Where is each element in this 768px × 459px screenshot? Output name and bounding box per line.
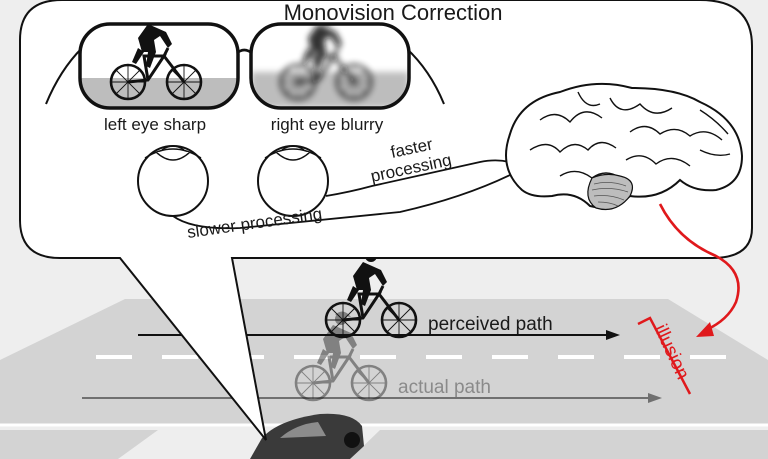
glasses-icon (45, 22, 445, 110)
actual-path: actual path (82, 309, 662, 403)
perceived-path-label: perceived path (428, 314, 553, 335)
car-icon (250, 413, 364, 459)
cerebellum (587, 173, 633, 211)
actual-path-label: actual path (398, 377, 491, 398)
right-eyeball-icon (257, 145, 329, 217)
diagram-title: Monovision Correction (284, 0, 503, 25)
slow-nerve-path (172, 169, 521, 230)
brain-icon (505, 82, 744, 211)
left-eye-label: left eye sharp (104, 115, 206, 134)
left-eyeball-icon (137, 145, 209, 217)
right-eye-label: right eye blurry (271, 115, 384, 134)
illusion-arrow (658, 203, 740, 337)
